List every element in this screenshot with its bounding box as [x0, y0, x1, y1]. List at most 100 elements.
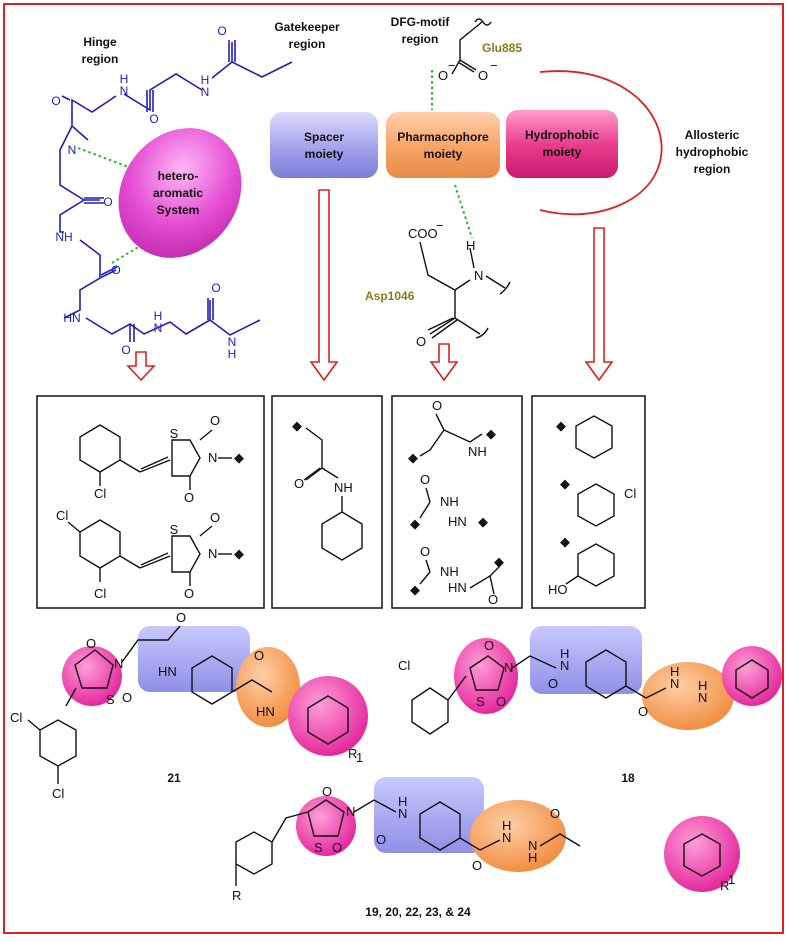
svg-text:O: O: [416, 334, 426, 349]
svg-text:N: N: [560, 658, 569, 673]
hinge-label: Hinge: [83, 35, 117, 49]
svg-text:S: S: [314, 840, 323, 855]
svg-text:◆: ◆: [486, 426, 496, 441]
svg-text:N: N: [228, 335, 237, 349]
svg-text:Cl: Cl: [398, 658, 410, 673]
svg-text:NH: NH: [334, 480, 353, 495]
svg-text:N: N: [398, 806, 407, 821]
svg-text:◆: ◆: [494, 554, 504, 569]
svg-text:S: S: [170, 426, 179, 441]
compound-18-label: 18: [621, 771, 635, 785]
svg-text:O: O: [254, 648, 264, 663]
svg-text:HN: HN: [63, 311, 80, 325]
arrow-spacer: [309, 189, 339, 382]
svg-text:O: O: [438, 68, 448, 83]
compound-21-structure: O N S O O HN O HN R 1 Cl Cl: [10, 610, 368, 801]
hetero-label-2: aromatic: [153, 186, 203, 200]
svg-text:N: N: [346, 804, 355, 819]
svg-text:O: O: [496, 694, 506, 709]
svg-text:S: S: [170, 522, 179, 537]
svg-text:H: H: [698, 678, 707, 693]
hydrophobic-label-2: moiety: [543, 145, 582, 159]
svg-text:O: O: [432, 398, 442, 413]
hbond-hinge-o: [111, 242, 146, 264]
pharmacophore-label-2: moiety: [424, 147, 463, 161]
svg-text:N: N: [68, 143, 77, 157]
svg-text:HN: HN: [158, 664, 177, 679]
dfg-label-2: region: [402, 32, 439, 46]
svg-text:HN: HN: [256, 704, 275, 719]
svg-text:N: N: [504, 660, 513, 675]
fragment-box-hydrophobic: [531, 395, 646, 609]
svg-text:O: O: [184, 490, 194, 505]
svg-text:N: N: [201, 85, 210, 99]
svg-text:Cl: Cl: [624, 486, 636, 501]
svg-text:R: R: [720, 878, 729, 893]
svg-text:O: O: [488, 592, 498, 607]
svg-text:R: R: [232, 888, 241, 903]
svg-text:◆: ◆: [478, 514, 488, 529]
pharmacophore-fragment: O ◆ NH ◆ O ◆ NH HN ◆ O ◆ NH HN ◆ O: [408, 398, 504, 607]
svg-text:H: H: [201, 73, 210, 87]
svg-text:Cl: Cl: [52, 786, 64, 801]
svg-text:O: O: [149, 112, 158, 126]
compound-19-24-label: 19, 20, 22, 23, & 24: [365, 905, 471, 919]
outer-frame: [3, 3, 784, 934]
hydrophobic-label-1: Hydrophobic: [525, 128, 599, 142]
svg-text:O: O: [184, 586, 194, 601]
svg-text:N: N: [120, 84, 129, 98]
svg-text:N: N: [502, 830, 511, 845]
hbond-asp1046: [454, 184, 473, 239]
svg-text:◆: ◆: [408, 450, 418, 465]
svg-text:O: O: [210, 413, 220, 428]
hetero-label-3: System: [157, 203, 200, 217]
svg-text:O: O: [420, 472, 430, 487]
allosteric-label-2: hydrophobic: [676, 145, 749, 159]
svg-text:N: N: [208, 450, 217, 465]
svg-text:−: −: [436, 218, 444, 233]
svg-text:N: N: [208, 546, 217, 561]
svg-text:R: R: [348, 746, 357, 761]
svg-text:N: N: [114, 656, 123, 671]
svg-text:O: O: [472, 858, 482, 873]
arrow-pharmacophore: [429, 343, 459, 382]
svg-text:◆: ◆: [556, 418, 566, 433]
svg-text:1: 1: [356, 750, 363, 765]
svg-text:N: N: [670, 676, 679, 691]
svg-text:◆: ◆: [234, 450, 244, 465]
svg-text:1: 1: [728, 872, 735, 887]
svg-text:O: O: [86, 636, 96, 651]
gatekeeper-label-2: region: [289, 37, 326, 51]
svg-text:O: O: [548, 676, 558, 691]
svg-text:HN: HN: [448, 514, 467, 529]
allosteric-label-3: region: [694, 162, 731, 176]
glu885-label: Glu885: [482, 41, 522, 55]
svg-text:O: O: [332, 840, 342, 855]
svg-text:−: −: [490, 58, 498, 73]
compound-18-structure: Cl O N S O O H N O N H N H: [398, 626, 782, 735]
svg-text:H: H: [466, 238, 475, 253]
svg-text:O: O: [176, 610, 186, 625]
svg-text:◆: ◆: [234, 546, 244, 561]
spacer-label-2: moiety: [305, 147, 344, 161]
svg-text:O: O: [550, 806, 560, 821]
hetero-label-1: hetero-: [158, 169, 199, 183]
svg-text:N: N: [698, 690, 707, 705]
glu885-residue: O O − −: [438, 18, 498, 83]
svg-text:Cl: Cl: [94, 586, 106, 601]
svg-text:Cl: Cl: [94, 486, 106, 501]
svg-text:O: O: [322, 784, 332, 799]
svg-text:H: H: [120, 72, 129, 86]
svg-text:O: O: [484, 638, 494, 653]
compound-19-24-structure: R O N S O O H N O N H N H O R 1: [232, 777, 740, 903]
svg-text:O: O: [51, 94, 60, 108]
svg-text:O: O: [294, 476, 304, 491]
hydrophobic-moiety-box: [506, 110, 618, 178]
svg-text:◆: ◆: [410, 516, 420, 531]
asp1046-label: Asp1046: [365, 289, 415, 303]
svg-text:N: N: [474, 268, 483, 283]
svg-text:S: S: [476, 694, 485, 709]
spacer-fragment: ◆ O NH: [292, 418, 363, 561]
gatekeeper-label: Gatekeeper: [274, 20, 340, 34]
